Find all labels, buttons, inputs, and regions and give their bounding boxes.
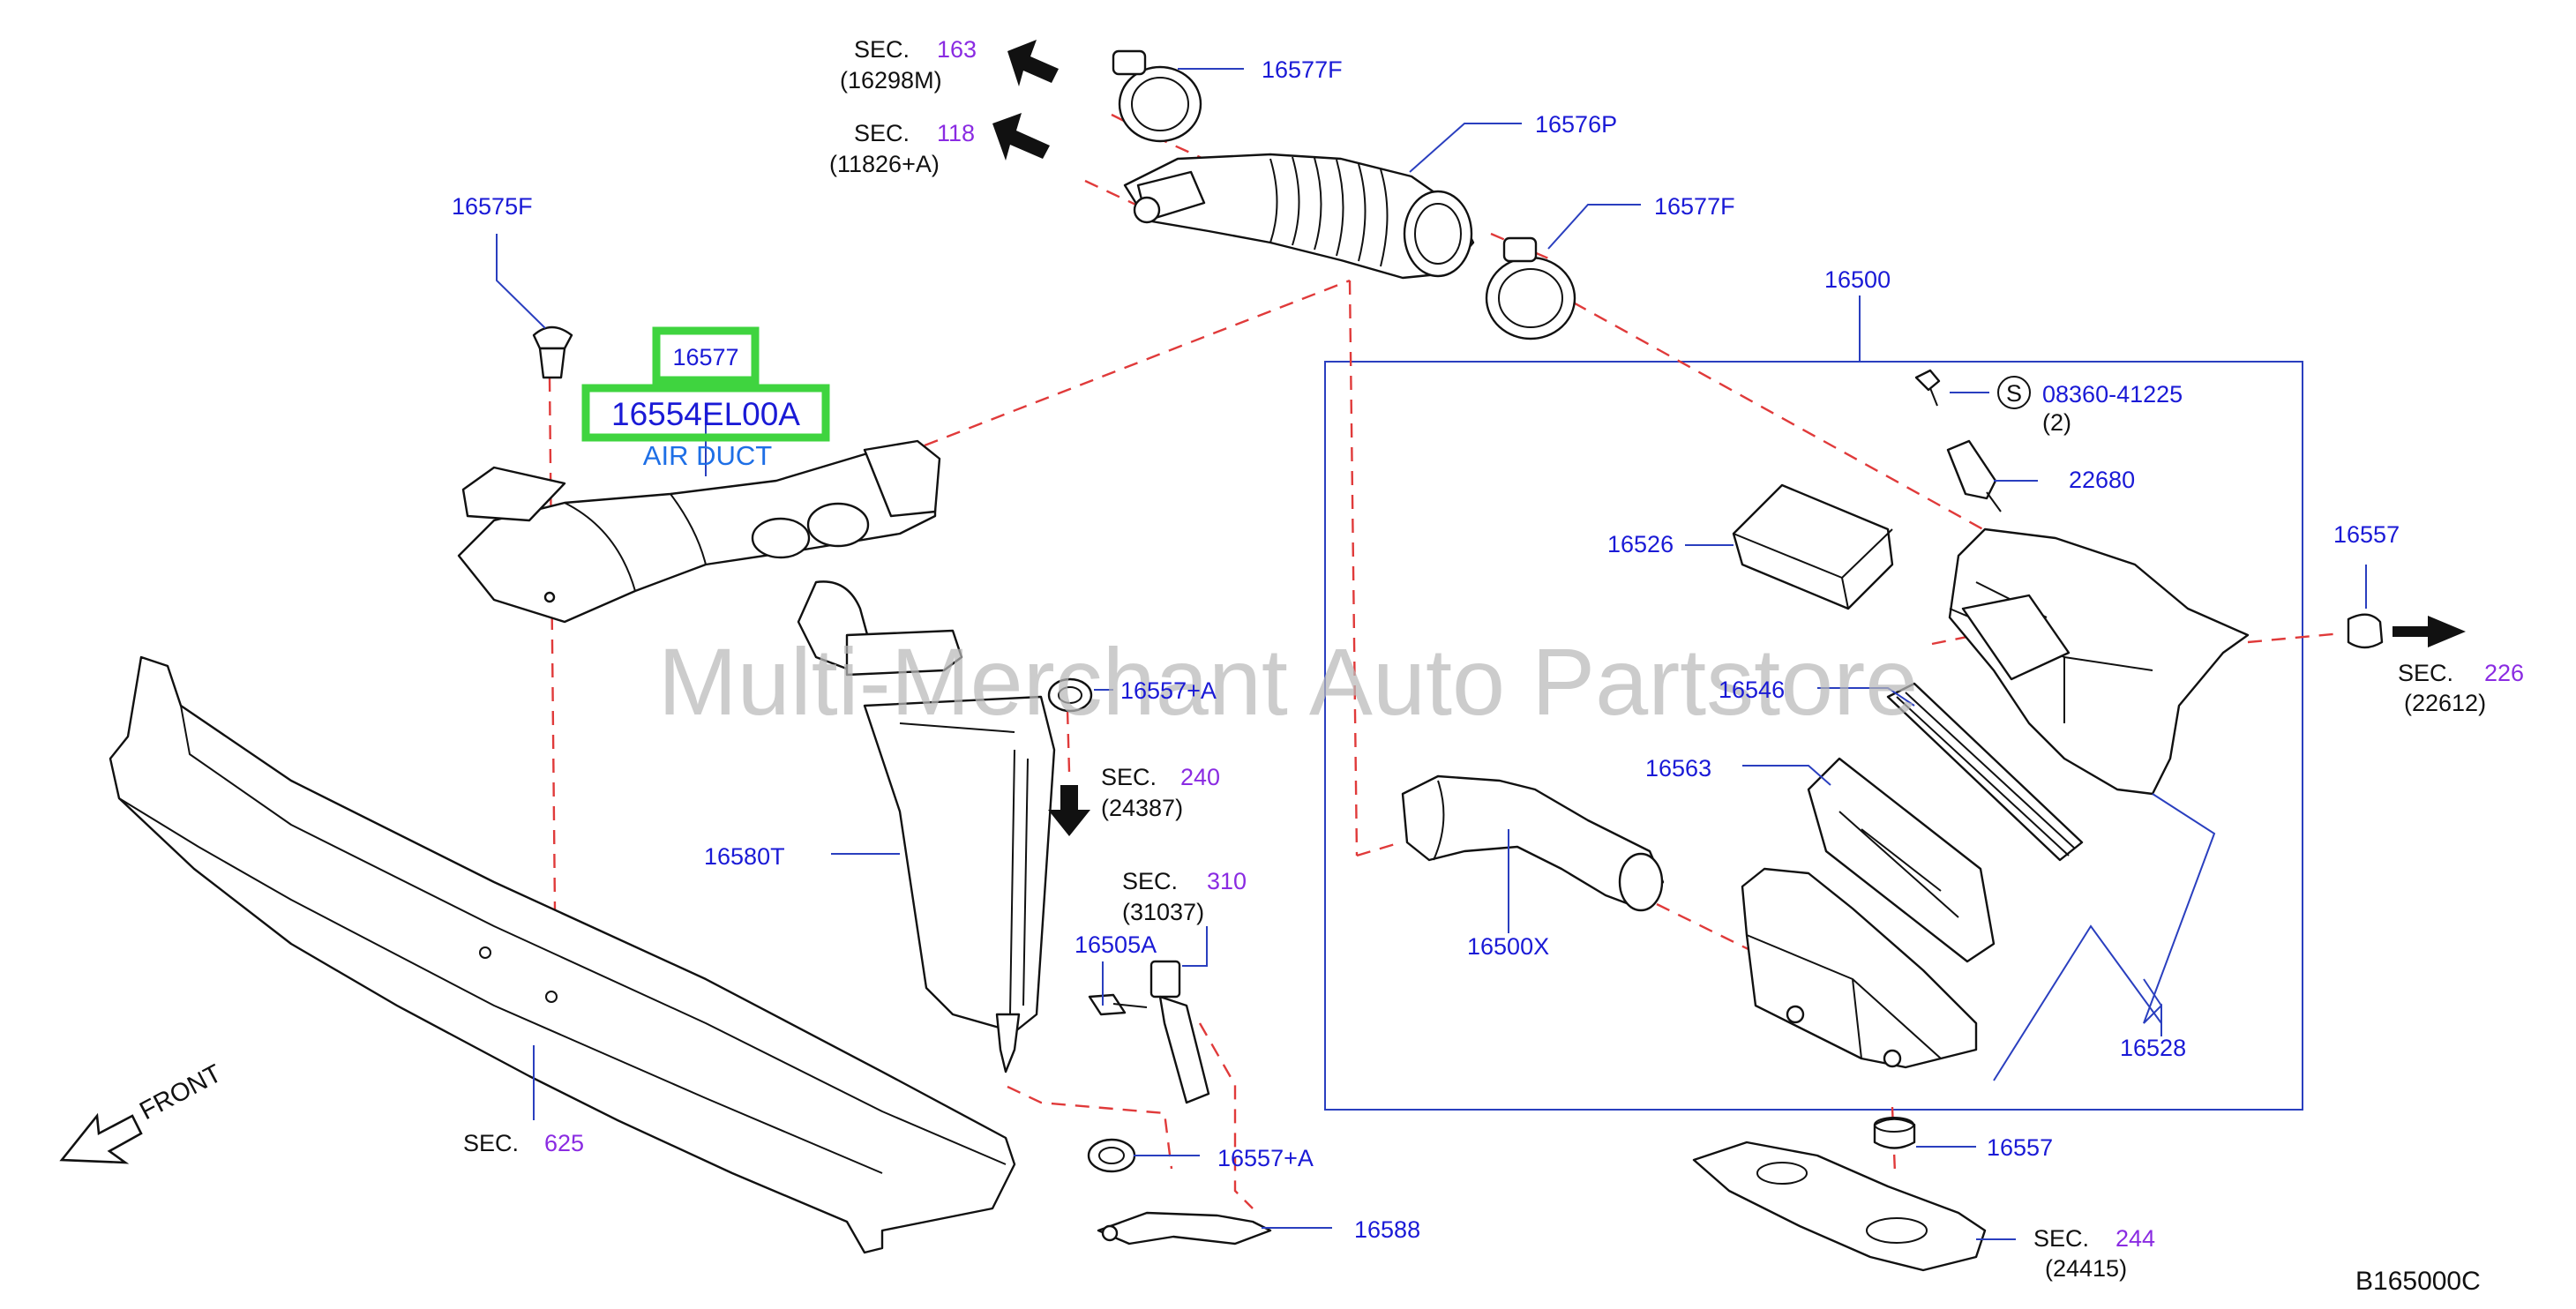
label-16577F-mid: 16577F bbox=[1654, 193, 1735, 220]
label-08360-qty: (2) bbox=[2042, 409, 2071, 436]
sec-163-prefix: SEC. bbox=[854, 36, 910, 63]
label-08360-41225: 08360-41225 bbox=[2042, 381, 2183, 408]
sec-625-number: 625 bbox=[544, 1130, 584, 1156]
watermark-text: Multi-Merchant Auto Partstore bbox=[658, 628, 1919, 735]
diagram-code: B165000C bbox=[2355, 1267, 2481, 1296]
s-marker-letter: S bbox=[2006, 380, 2022, 407]
clip-16575F bbox=[532, 325, 573, 379]
label-16528: 16528 bbox=[2120, 1035, 2186, 1061]
air-duct-16577 bbox=[457, 439, 941, 624]
screw-08360-41225 bbox=[1914, 369, 1941, 407]
sec-244-ref: (24415) bbox=[2045, 1255, 2127, 1282]
label-16557A-bottom: 16557+A bbox=[1217, 1145, 1314, 1171]
bracket-sec-244 bbox=[1692, 1141, 1987, 1272]
sec-244-prefix: SEC. bbox=[2033, 1225, 2089, 1252]
arrow-sec-240 bbox=[1048, 785, 1090, 836]
label-16588: 16588 bbox=[1354, 1216, 1420, 1243]
grommet-16557-bottom bbox=[1873, 1117, 1916, 1149]
arrow-sec-226 bbox=[2393, 616, 2466, 647]
highlight-part-name: AIR DUCT bbox=[643, 440, 772, 471]
section-ref-163: SEC. 163 (16298M) bbox=[840, 36, 977, 94]
resonator-16580T bbox=[797, 580, 1056, 1073]
clamp-16577F-mid bbox=[1485, 236, 1576, 340]
sec-226-prefix: SEC. bbox=[2398, 660, 2453, 686]
section-ref-244: SEC. 244 (24415) bbox=[2033, 1225, 2155, 1282]
duct-16563 bbox=[1807, 757, 1996, 963]
arrow-sec-118 bbox=[992, 113, 1050, 161]
section-ref-625: SEC. 625 bbox=[463, 1130, 584, 1156]
filter-element-16546 bbox=[1886, 682, 2084, 862]
highlight-box-part-number bbox=[581, 384, 830, 442]
bracket-16588 bbox=[1097, 1211, 1272, 1245]
label-16546: 16546 bbox=[1719, 677, 1785, 703]
sec-240-number: 240 bbox=[1180, 764, 1220, 790]
label-16563: 16563 bbox=[1645, 755, 1711, 782]
air-duct-16576P bbox=[1123, 153, 1475, 280]
sec-244-number: 244 bbox=[2115, 1225, 2155, 1252]
grommet-16557-right bbox=[2347, 613, 2384, 649]
section-ref-118: SEC. 118 (11826+A) bbox=[829, 120, 975, 177]
label-16505A: 16505A bbox=[1075, 931, 1157, 958]
sec-310-prefix: SEC. bbox=[1122, 868, 1178, 894]
label-16557A-top: 16557+A bbox=[1120, 677, 1217, 704]
sec-625-prefix: SEC. bbox=[463, 1130, 519, 1156]
section-ref-226: SEC. 226 (22612) bbox=[2398, 660, 2524, 716]
front-arrow-icon bbox=[59, 1112, 143, 1164]
sensor-22680 bbox=[1946, 439, 2002, 512]
label-16577F-top: 16577F bbox=[1262, 56, 1343, 83]
label-16557-right: 16557 bbox=[2333, 521, 2400, 548]
sec-226-number: 226 bbox=[2484, 660, 2524, 686]
sec-310-ref: (31037) bbox=[1122, 899, 1204, 925]
highlight-part-number: 16554EL00A bbox=[611, 396, 800, 432]
sec-310-number: 310 bbox=[1207, 868, 1247, 894]
highlight-box-part-ref bbox=[652, 326, 760, 385]
label-16557-bottom: 16557 bbox=[1987, 1134, 2053, 1161]
sec-226-ref: (22612) bbox=[2404, 690, 2486, 716]
duct-16500X bbox=[1401, 774, 1665, 912]
sec-163-number: 163 bbox=[937, 36, 977, 63]
section-ref-310: SEC. 310 (31037) bbox=[1122, 868, 1247, 925]
sec-163-ref: (16298M) bbox=[840, 67, 942, 94]
label-22680: 22680 bbox=[2069, 467, 2135, 493]
label-16500: 16500 bbox=[1824, 266, 1891, 293]
air-cleaner-upper-case bbox=[1948, 527, 2250, 796]
clamp-16577F-top bbox=[1112, 49, 1202, 143]
sec-118-prefix: SEC. bbox=[854, 120, 910, 146]
sec-240-ref: (24387) bbox=[1101, 795, 1183, 821]
label-16575F: 16575F bbox=[452, 193, 533, 220]
filter-cover-16526 bbox=[1732, 483, 1894, 610]
air-cleaner-assembly-frame bbox=[1324, 361, 2303, 1111]
grommet-16557A-bottom bbox=[1087, 1138, 1136, 1173]
highlight-part-ref: 16577 bbox=[672, 344, 738, 370]
label-16500X: 16500X bbox=[1467, 933, 1549, 960]
label-16580T: 16580T bbox=[704, 843, 785, 870]
arrow-sec-163 bbox=[1007, 40, 1059, 86]
leader-lines bbox=[496, 68, 2367, 1240]
section-ref-240: SEC. 240 (24387) bbox=[1101, 764, 1220, 821]
label-16526: 16526 bbox=[1607, 531, 1674, 557]
sensor-16505A bbox=[1088, 960, 1210, 1104]
sec-240-prefix: SEC. bbox=[1101, 764, 1157, 790]
grommet-16557A-top bbox=[1047, 677, 1093, 713]
label-16576P: 16576P bbox=[1535, 111, 1617, 138]
s-marker-icon bbox=[1997, 376, 2031, 409]
front-label: FRONT bbox=[135, 1059, 226, 1126]
sec-118-ref: (11826+A) bbox=[829, 151, 940, 177]
air-cleaner-lower-case-16528 bbox=[1741, 867, 1978, 1069]
sec-118-number: 118 bbox=[937, 120, 975, 146]
radiator-core-support-sec-625 bbox=[109, 655, 1016, 1254]
